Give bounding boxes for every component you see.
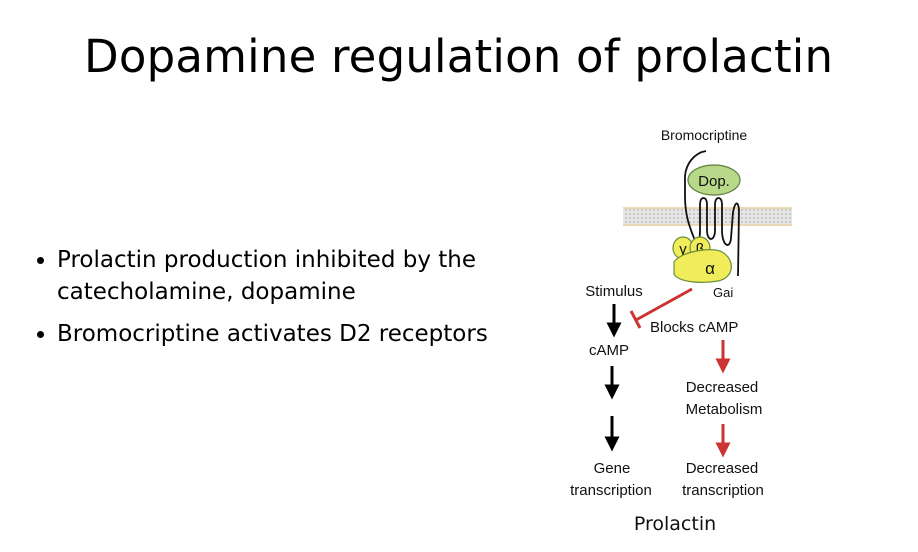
prolactin-label: Prolactin [634, 513, 716, 535]
alpha-subunit [673, 249, 732, 283]
bullet-item: Prolactin production inhibited by the ca… [36, 244, 536, 308]
decreased-transcription-line1: Decreased [686, 460, 759, 477]
gamma-label: γ [679, 241, 687, 258]
bullet-dot [37, 331, 44, 338]
d2-receptor [684, 150, 740, 277]
gene-transcription-line1: Gene [594, 460, 631, 477]
bullet-item: Bromocriptine activates D2 receptors [36, 318, 536, 350]
decreased-transcription-line2: transcription [682, 482, 764, 499]
bromocriptine-label: Bromocriptine [661, 127, 748, 143]
gai-label: Gai [713, 285, 733, 300]
blocks-camp-label: Blocks cAMP [650, 319, 738, 336]
bullet-dot [37, 257, 44, 264]
bullet-text: Bromocriptine activates D2 receptors [57, 321, 488, 347]
decreased-metabolism-line1: Decreased [686, 379, 759, 396]
alpha-label: α [705, 259, 715, 278]
decreased-metabolism-line2: Metabolism [686, 401, 763, 418]
dopamine-ligand [687, 164, 741, 196]
bullet-text: Prolactin production inhibited by the ca… [57, 247, 476, 305]
slide-title: Dopamine regulation of prolactin [84, 30, 834, 83]
stimulus-label: Stimulus [585, 283, 643, 300]
beta-label: β [696, 241, 705, 258]
bullet-list: Prolactin production inhibited by the ca… [36, 244, 536, 360]
dopamine-label: Dop. [698, 173, 730, 190]
gene-transcription-line2: transcription [570, 482, 652, 499]
camp-label: cAMP [589, 342, 629, 359]
inhibition-line [629, 287, 693, 329]
